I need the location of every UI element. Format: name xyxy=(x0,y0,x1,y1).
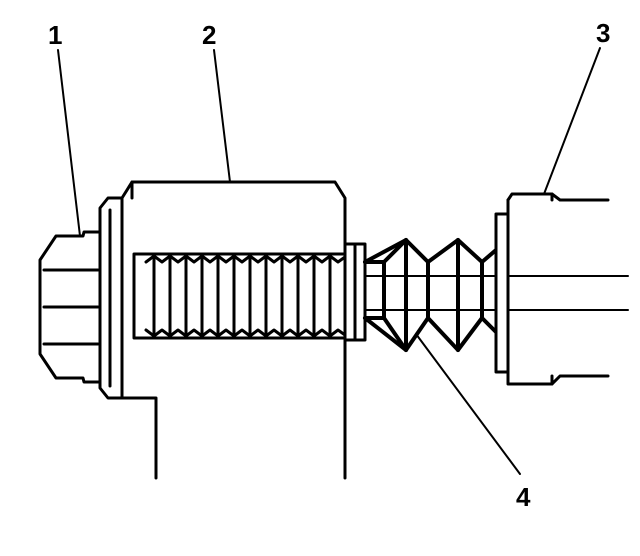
washer xyxy=(98,196,124,400)
tie-rod-housing xyxy=(494,192,610,386)
leader-3 xyxy=(543,47,601,195)
leader-4 xyxy=(415,333,521,475)
bolt-head xyxy=(38,230,102,384)
callout-3-label: 3 xyxy=(596,18,611,48)
rubber-boot xyxy=(363,238,498,352)
forcing-screw[interactable] xyxy=(132,252,350,340)
callout-4-label: 4 xyxy=(516,482,531,512)
leader-2 xyxy=(213,49,231,183)
leader-lines xyxy=(57,47,601,475)
callout-1-label: 1 xyxy=(48,20,63,50)
leader-1 xyxy=(57,49,81,237)
tool-collar xyxy=(343,242,367,342)
callout-2-label: 2 xyxy=(202,20,217,50)
